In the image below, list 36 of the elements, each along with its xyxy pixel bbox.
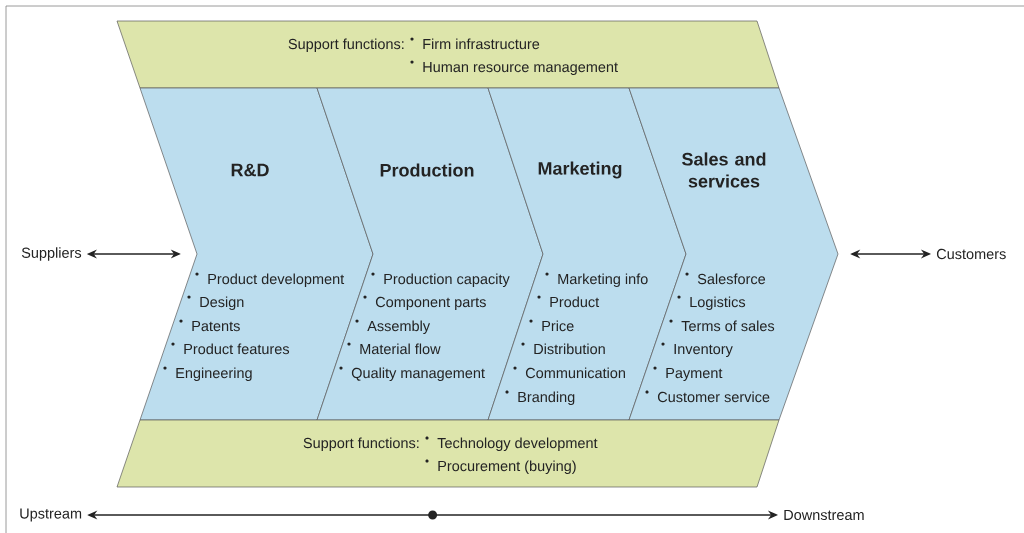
- list-item: Customer service: [645, 390, 770, 403]
- side-label: Upstream: [20, 508, 82, 522]
- list-item: Engineering: [163, 366, 252, 381]
- list-item: Patents: [179, 319, 240, 332]
- list-item: Material flow: [347, 342, 441, 355]
- list-item: Branding: [505, 390, 575, 405]
- list-item: Salesforce: [685, 272, 766, 285]
- list-item: Product features: [171, 342, 290, 355]
- list-item: Payment: [653, 366, 723, 381]
- list-item: Human resource management: [410, 60, 618, 75]
- list-item: Product: [537, 295, 600, 308]
- list-item: Logistics: [677, 295, 746, 310]
- side-label: Customers: [936, 248, 1006, 260]
- list-item: Design: [187, 295, 244, 310]
- list-item: Distribution: [521, 342, 605, 355]
- list-item: Price: [529, 319, 574, 332]
- column-title: R&D: [231, 163, 269, 177]
- list-item: Quality management: [339, 366, 485, 381]
- side-label: Suppliers: [21, 247, 82, 261]
- list-item: Product development: [195, 272, 345, 287]
- list-item: Technology development: [425, 436, 598, 451]
- band-heading: Support functions:: [303, 437, 419, 451]
- list-item: Production capacity: [371, 272, 510, 287]
- list-item: Communication: [513, 366, 625, 379]
- band-heading: Support functions:: [288, 38, 404, 52]
- list-item: Marketing info: [545, 272, 648, 287]
- list-item: Procurement (buying): [425, 459, 576, 474]
- list-item: Assembly: [355, 319, 431, 334]
- list-item: Component parts: [363, 295, 486, 310]
- list-item: Firm infrastructure: [410, 37, 540, 50]
- list-item: Terms of sales: [669, 319, 775, 332]
- column-title: Marketing: [538, 161, 622, 179]
- column-title: Production: [380, 163, 474, 177]
- list-item: Inventory: [661, 342, 733, 357]
- side-label: Downstream: [784, 509, 864, 521]
- column-title: Sales and services: [682, 152, 766, 188]
